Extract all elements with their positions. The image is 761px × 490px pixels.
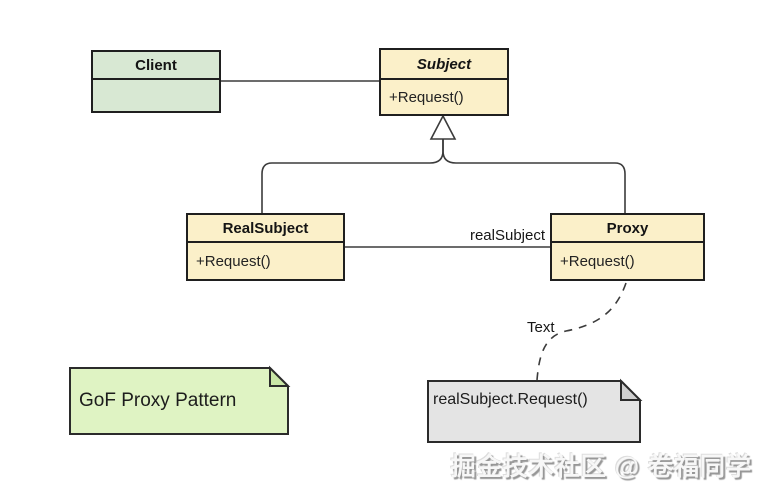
class-realsubject[interactable]: RealSubject +Request() bbox=[186, 213, 345, 281]
realsubject-generalization-edge bbox=[261, 139, 444, 213]
class-subject[interactable]: Subject +Request() bbox=[379, 48, 509, 116]
association-label-realsubject: realSubject bbox=[469, 227, 545, 244]
pattern-note-fold-icon bbox=[269, 365, 291, 387]
pattern-note-label: GoF Proxy Pattern bbox=[79, 390, 237, 411]
pattern-note-shape[interactable] bbox=[69, 367, 289, 435]
class-subject-method: +Request() bbox=[389, 88, 464, 106]
inheritance-triangle-icon bbox=[429, 114, 457, 140]
class-realsubject-name: RealSubject bbox=[188, 215, 343, 243]
implementation-note-label: realSubject.Request() bbox=[433, 391, 588, 408]
class-client-name: Client bbox=[93, 52, 219, 80]
class-client[interactable]: Client bbox=[91, 50, 221, 113]
class-proxy[interactable]: Proxy +Request() bbox=[550, 213, 705, 281]
class-realsubject-method: +Request() bbox=[196, 252, 271, 270]
class-proxy-method: +Request() bbox=[560, 252, 635, 270]
class-subject-name: Subject bbox=[381, 50, 507, 80]
class-client-members bbox=[93, 80, 219, 111]
class-proxy-name: Proxy bbox=[552, 215, 703, 243]
proxy-note-dashed-edge bbox=[536, 282, 627, 381]
implementation-note-fold-icon bbox=[620, 378, 643, 401]
implementation-note-shape[interactable] bbox=[427, 380, 641, 443]
proxy-generalization-edge bbox=[442, 139, 626, 213]
note-link-label-text: Text bbox=[527, 319, 555, 336]
watermark-text: 掘金技术社区 @ 卷福同学 bbox=[450, 453, 752, 481]
